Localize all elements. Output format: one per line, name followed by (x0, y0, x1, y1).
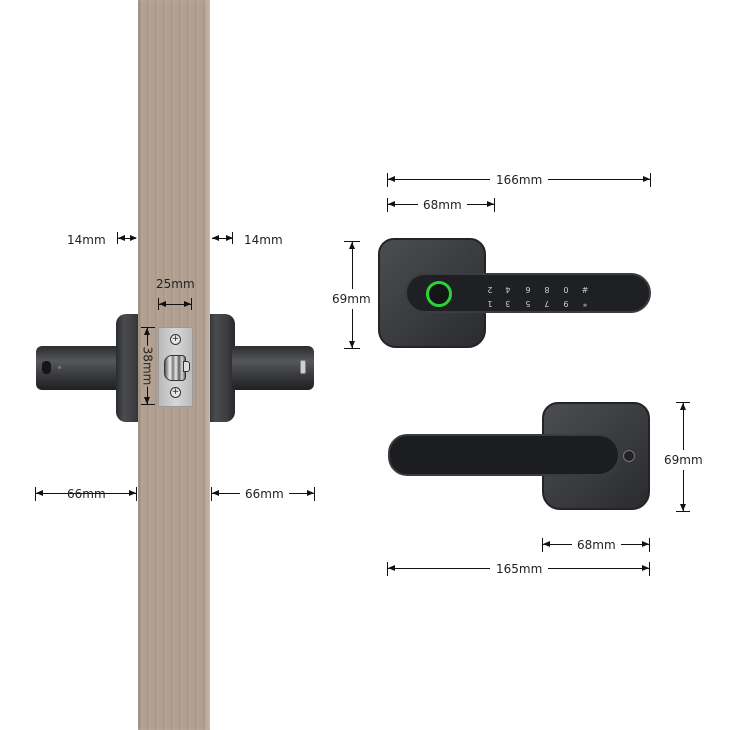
dim-tick (494, 198, 495, 212)
keypad: 2 4 6 8 0 # 1 3 5 7 9 * (407, 275, 653, 315)
dim-tick (158, 298, 159, 310)
key-cylinder-icon (42, 361, 51, 374)
dim-tick (314, 487, 315, 501)
arrow-right-icon (130, 235, 137, 241)
dim-rose-width-label: 68mm (418, 198, 467, 212)
arrow-down-icon (349, 341, 355, 348)
back-view-diagram: 69mm 68mm 165mm (370, 390, 730, 590)
key-star[interactable]: * (583, 299, 587, 308)
arrow-right-icon (487, 201, 494, 207)
left-handle (36, 346, 120, 390)
dim-tick (141, 327, 155, 328)
dim-tick (344, 241, 360, 242)
key-5[interactable]: 5 (525, 299, 531, 308)
dim-door-gap-right-label: 14mm (244, 233, 283, 247)
dim-handle-right-label: 66mm (240, 487, 289, 501)
key-3[interactable]: 3 (505, 299, 511, 308)
dim-line (159, 304, 191, 305)
dim-door-gap-left-label: 14mm (67, 233, 106, 247)
arrow-right-icon (307, 490, 314, 496)
privacy-button-icon[interactable] (623, 450, 635, 462)
arrow-up-icon (349, 242, 355, 249)
arrow-right-icon (642, 565, 649, 571)
dim-tick (676, 402, 690, 403)
arrow-left-icon (212, 235, 219, 241)
arrow-down-icon (680, 504, 686, 511)
arrow-right-icon (642, 541, 649, 547)
usb-port-icon (300, 360, 306, 374)
arrow-up-icon (680, 403, 686, 410)
screw-top-icon: + (170, 334, 181, 345)
fingerprint-sensor-icon[interactable] (426, 281, 452, 307)
arrow-left-icon (36, 490, 43, 496)
key-hash[interactable]: # (581, 285, 589, 294)
indicator-dot-icon (58, 366, 61, 369)
arrow-left-icon (543, 541, 550, 547)
key-7[interactable]: 7 (544, 299, 550, 308)
door-section-diagram: + + 14mm 14mm 25mm 38mm 66mm 66mm (0, 0, 330, 730)
arrow-left-icon (118, 235, 125, 241)
left-rose (116, 314, 142, 422)
dim-tick (141, 404, 155, 405)
arrow-left-icon (212, 490, 219, 496)
dim-back-rose-width-label: 68mm (572, 538, 621, 552)
dim-latch-height-label: 38mm (140, 345, 155, 387)
arrow-right-icon (643, 176, 650, 182)
latch-faceplate: + + (158, 327, 193, 407)
key-9[interactable]: 9 (563, 299, 569, 308)
dim-tick (649, 562, 650, 576)
screw-bottom-icon: + (170, 387, 181, 398)
dim-tick (676, 511, 690, 512)
arrow-up-icon (144, 328, 150, 335)
dim-line (212, 238, 232, 239)
key-0[interactable]: 0 (563, 285, 569, 294)
dim-line (118, 238, 136, 239)
arrow-left-icon (388, 176, 395, 182)
arrow-left-icon (388, 565, 395, 571)
arrow-down-icon (144, 397, 150, 404)
key-2[interactable]: 2 (487, 285, 493, 294)
dim-tick (650, 173, 651, 187)
dim-back-overall-width-label: 165mm (490, 562, 549, 576)
dim-line (36, 493, 136, 494)
dim-tick (387, 198, 388, 212)
dim-rose-height-label: 69mm (332, 289, 371, 309)
dim-tick (117, 232, 118, 244)
right-rose (207, 314, 235, 422)
arrow-left-icon (388, 201, 395, 207)
dim-tick (387, 173, 388, 187)
front-view-diagram: 166mm 68mm 69mm 2 4 6 8 0 # 1 3 5 7 9 * (330, 150, 730, 370)
dim-tick (211, 487, 212, 501)
arrow-left-icon (159, 301, 166, 307)
dim-overall-width-label: 166mm (490, 173, 549, 187)
key-1[interactable]: 1 (487, 299, 493, 308)
dim-back-rose-height-label: 69mm (664, 450, 703, 470)
arrow-right-icon (129, 490, 136, 496)
right-handle (232, 346, 314, 390)
dim-tick (344, 348, 360, 349)
dim-tick (232, 232, 233, 244)
front-lever-keypad: 2 4 6 8 0 # 1 3 5 7 9 * (405, 273, 651, 313)
dim-tick (649, 538, 650, 552)
back-lever (388, 434, 620, 476)
key-4[interactable]: 4 (505, 285, 511, 294)
latch-tab (183, 361, 190, 372)
key-8[interactable]: 8 (544, 285, 550, 294)
dim-tick (191, 298, 192, 310)
dim-backset-label: 25mm (156, 277, 195, 291)
dim-tick (387, 562, 388, 576)
arrow-right-icon (226, 235, 233, 241)
dim-tick (136, 487, 137, 501)
dim-handle-left-label: 66mm (67, 487, 106, 501)
dim-tick (35, 487, 36, 501)
dim-tick (542, 538, 543, 552)
arrow-right-icon (184, 301, 191, 307)
key-6[interactable]: 6 (525, 285, 531, 294)
